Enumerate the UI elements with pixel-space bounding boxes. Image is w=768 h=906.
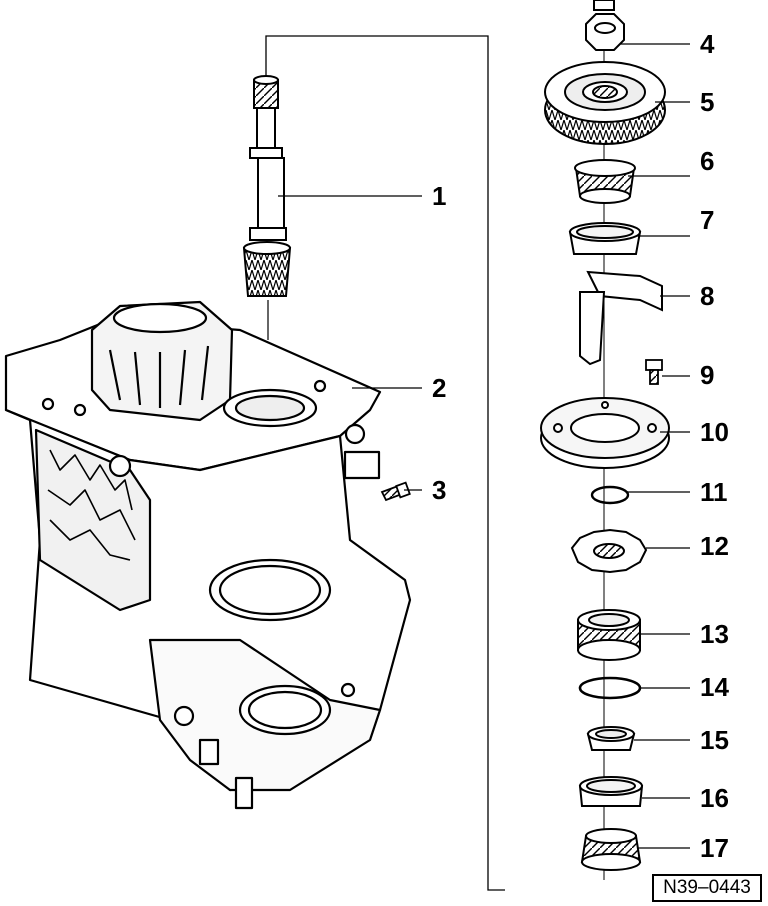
callout-3: 3	[432, 475, 446, 505]
callout-15: 15	[700, 725, 729, 755]
snap-ring	[590, 485, 630, 505]
drive-gear	[544, 61, 666, 145]
callout-7: 7	[700, 205, 714, 235]
callout-17: 17	[700, 833, 729, 863]
callout-2: 2	[432, 373, 446, 403]
shim-ring	[586, 726, 636, 751]
threaded-adjusting-ring	[577, 609, 641, 661]
callout-13: 13	[700, 619, 729, 649]
bearing-outer-race-upper	[568, 222, 642, 255]
pinion-shaft	[242, 75, 292, 297]
tapered-roller-bearing-lower	[580, 828, 642, 871]
callout-6: 6	[700, 146, 714, 176]
callout-1: 1	[432, 181, 446, 211]
o-ring	[578, 676, 642, 700]
callout-10: 10	[700, 417, 729, 447]
tapered-roller-bearing-upper	[574, 159, 636, 204]
figure-reference-code: N39–0443	[652, 874, 762, 902]
callout-16: 16	[700, 783, 729, 813]
callout-labels: 1 2 3 4 5 6 7 8 9 10 11 12 13 14 15 16 1…	[432, 29, 729, 863]
hex-nut	[585, 0, 625, 51]
callout-14: 14	[700, 672, 729, 702]
gearbox-housing	[4, 300, 412, 810]
bearing-outer-race-lower	[578, 776, 644, 807]
tab-lock-washer	[570, 528, 648, 574]
assembly-guide-line	[265, 35, 505, 891]
leader-lines	[278, 43, 690, 849]
housing-bolt	[380, 481, 411, 502]
callout-9: 9	[700, 360, 714, 390]
bearing-carrier-flange	[540, 397, 670, 469]
callout-4: 4	[700, 29, 715, 59]
callout-8: 8	[700, 281, 714, 311]
retaining-plate	[579, 270, 663, 366]
callout-11: 11	[700, 477, 728, 507]
callout-5: 5	[700, 87, 714, 117]
plate-bolt	[645, 359, 663, 385]
callout-12: 12	[700, 531, 729, 561]
